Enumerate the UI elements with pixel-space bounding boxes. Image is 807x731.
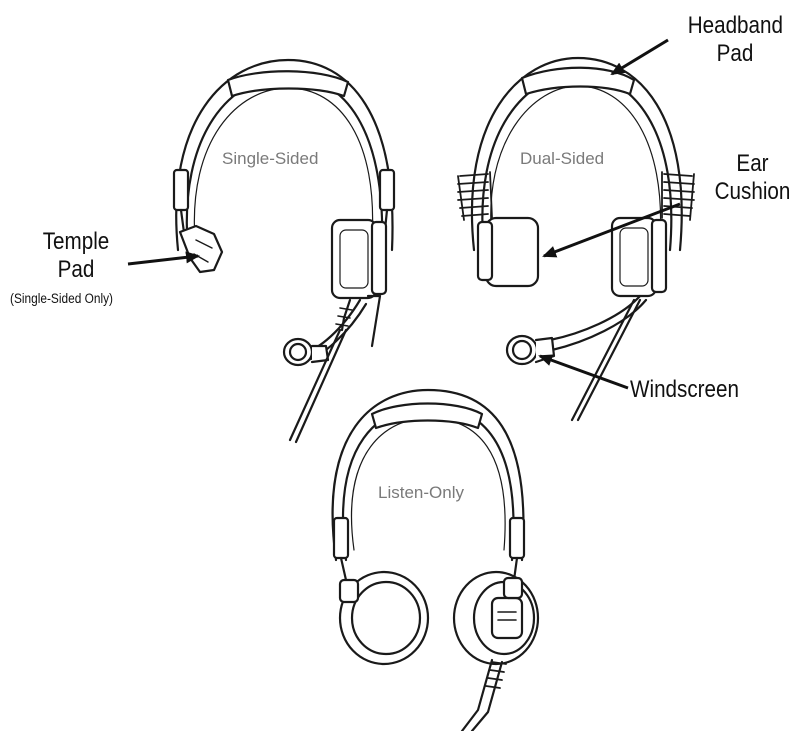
temple-pad-callout: Temple Pad — [33, 228, 119, 283]
listen-only-label: Listen-Only — [378, 483, 464, 502]
callout-arrows — [127, 38, 681, 390]
headband-pad-arrow — [610, 38, 669, 76]
listen-only-headset — [331, 388, 540, 731]
windscreen-callout: Windscreen — [630, 376, 739, 403]
temple-pad-arrow — [127, 251, 200, 266]
dual-sided-headset — [457, 56, 695, 422]
ear-cushion-callout: Ear Cushion — [707, 150, 797, 205]
temple-pad-line1: Temple — [42, 228, 110, 255]
dual-sided-label: Dual-Sided — [520, 149, 605, 168]
ear-cushion-line2: Cushion — [714, 177, 791, 205]
single-sided-label: Single-Sided — [222, 149, 319, 168]
headband-pad-line1: Headband — [687, 12, 783, 39]
windscreen-arrow — [538, 354, 629, 390]
ear-cushion-line1: Ear — [736, 150, 769, 177]
headband-pad-line2: Pad — [716, 39, 754, 67]
headband-pad-callout: Headband Pad — [688, 12, 783, 67]
temple-pad-line2: Pad — [57, 255, 95, 283]
single-sided-headset — [172, 58, 396, 444]
ear-cushion-arrow — [542, 202, 681, 258]
temple-pad-note: (Single-Sided Only) — [10, 291, 114, 306]
